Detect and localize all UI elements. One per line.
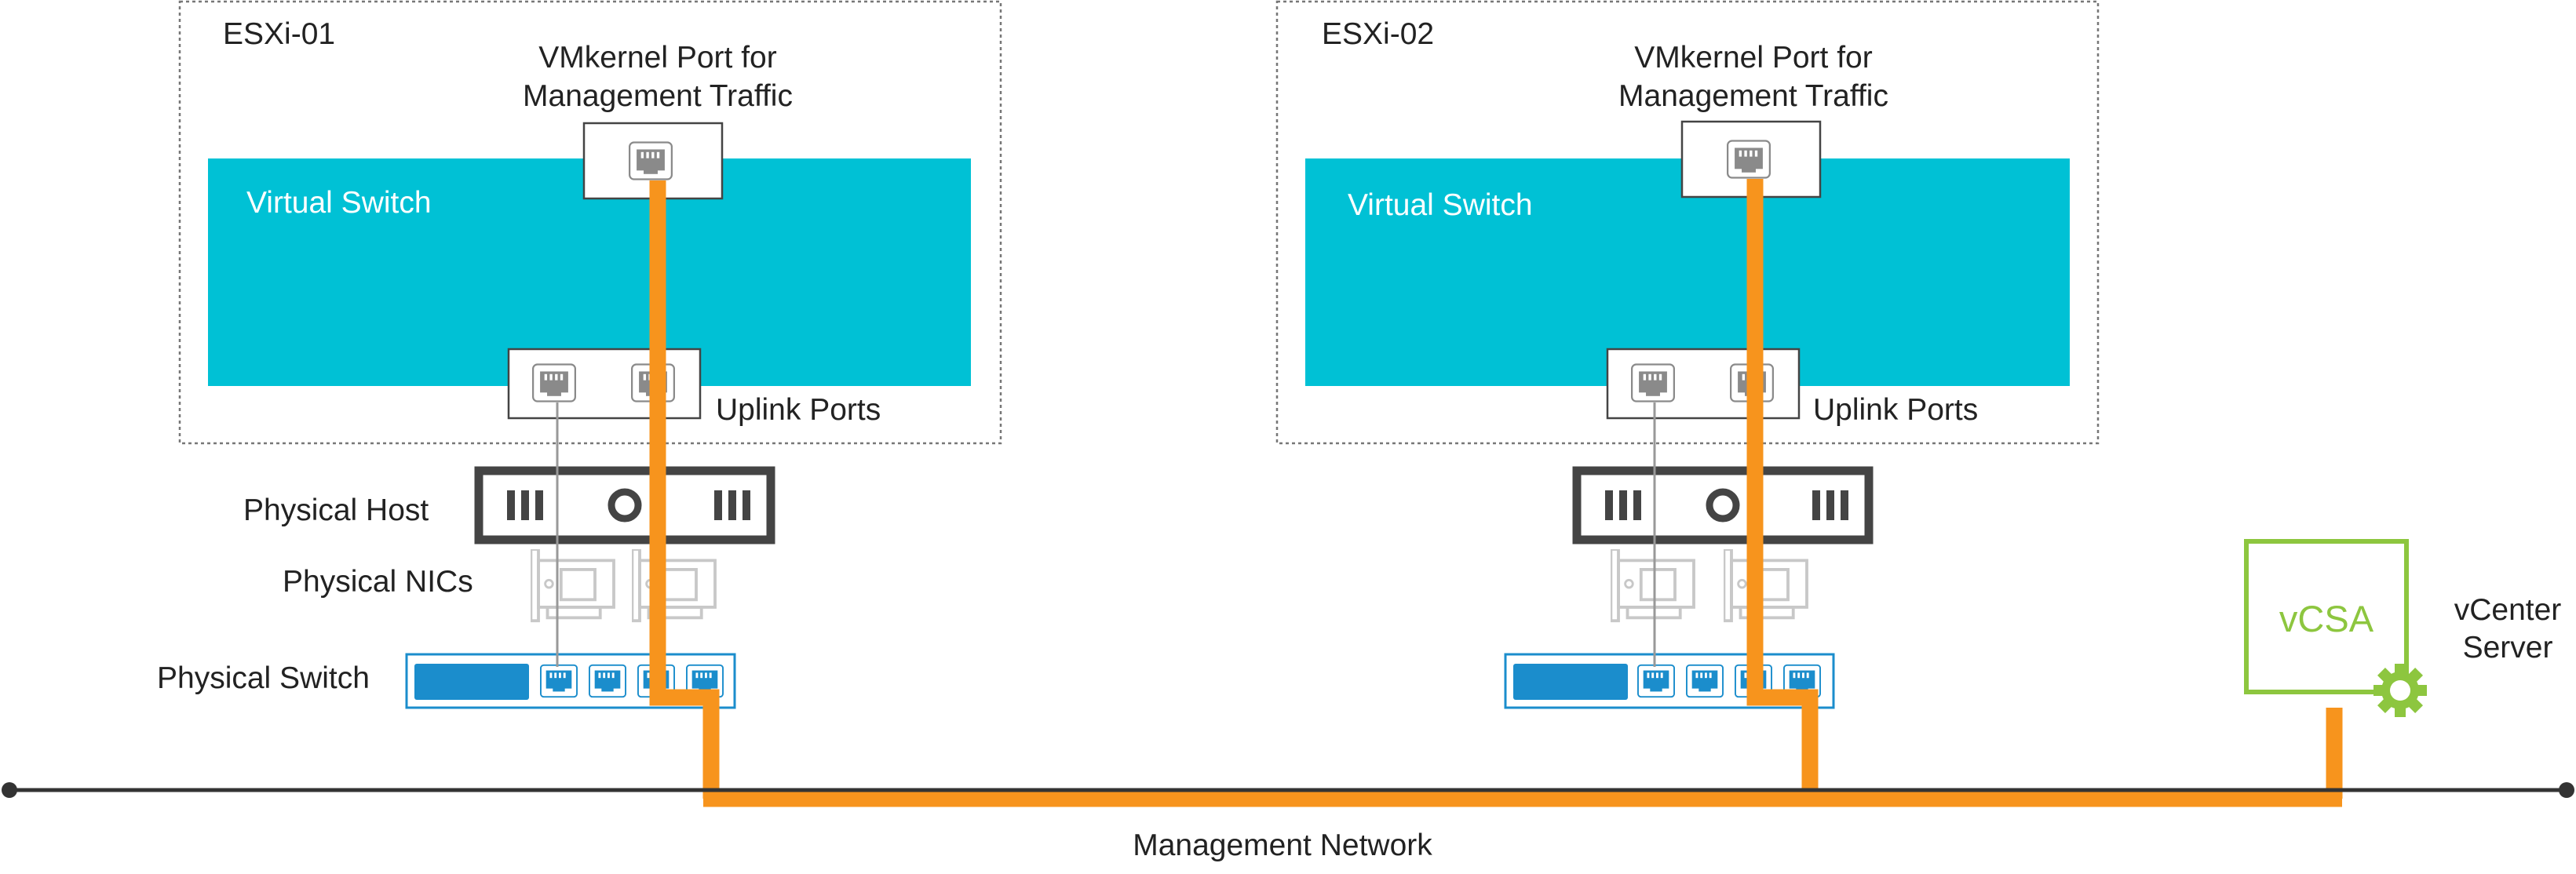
esxi-host-1: ESXi-01 VMkernel Port for Management Tra… (178, 0, 1002, 445)
nic-card-icon (1724, 549, 1808, 623)
mgmt-link-esxi-01 (649, 180, 720, 799)
gear-icon (2373, 664, 2427, 717)
uplink-ports-label: Uplink Ports (716, 393, 881, 427)
vmkernel-port-label-line2: Management Traffic (1618, 79, 1888, 113)
physical-switch-label: Physical Switch (157, 661, 370, 695)
network-endpoint (2, 782, 17, 798)
nic-card-icon (1611, 549, 1695, 623)
physical-nics-label: Physical NICs (283, 565, 473, 599)
ethernet-port-icon (1727, 140, 1771, 179)
esxi-host-2: ESXi-02 VMkernel Port for Management Tra… (1275, 0, 2100, 445)
server-chassis-icon (1572, 466, 1874, 544)
vcenter-server: vCSA vCenter Server (2244, 539, 2562, 717)
ethernet-port-icon (1686, 664, 1724, 698)
nic-card-icon (531, 549, 615, 623)
ethernet-port-icon (532, 363, 576, 402)
ethernet-port-icon (1631, 363, 1675, 402)
ethernet-port-icon (589, 664, 626, 698)
server-chassis-icon (474, 466, 775, 544)
vmkernel-port-label-line2: Management Traffic (523, 79, 793, 113)
vcenter-label-line2: Server (2463, 631, 2553, 665)
esxi-01-boundary (178, 0, 1002, 445)
management-network-line (2, 782, 2574, 798)
vmkernel-port-label-line1: VMkernel Port for (538, 41, 776, 75)
nic-card-icon (632, 549, 717, 623)
vcenter-label-line1: vCenter (2454, 593, 2562, 627)
management-traffic-path (649, 179, 2343, 807)
network-endpoint (2559, 782, 2574, 798)
uplink-ports-label: Uplink Ports (1813, 393, 1978, 427)
vcsa-appliance (2244, 539, 2409, 694)
esxi-01-name: ESXi-01 (223, 17, 335, 51)
physical-layer-1: Physical Host Physical NICs Physical Swi… (157, 402, 775, 709)
ethernet-port-icon (629, 141, 673, 180)
vcsa-badge: vCSA (2279, 598, 2374, 639)
ethernet-port-icon (1637, 664, 1675, 698)
management-network-label: Management Network (1133, 828, 1432, 862)
virtual-switch-label: Virtual Switch (246, 186, 432, 220)
vmkernel-port-label-line1: VMkernel Port for (1634, 41, 1872, 75)
ethernet-port-icon (540, 664, 578, 698)
mgmt-link-esxi-02 (1746, 179, 1819, 799)
esxi-02-boundary (1275, 0, 2100, 445)
virtual-switch-label: Virtual Switch (1348, 188, 1533, 222)
physical-layer-2 (1504, 402, 1874, 709)
esxi-02-name: ESXi-02 (1322, 17, 1434, 51)
physical-host-label: Physical Host (243, 493, 429, 527)
